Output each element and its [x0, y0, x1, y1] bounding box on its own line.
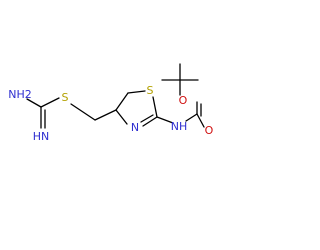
bond-c2-n3-1 [142, 116, 158, 127]
atom-ring-s: S [147, 84, 154, 97]
chemical-structure: NH2 HN S S N NH O O [8, 63, 214, 143]
bond-c-o-ether [196, 113, 205, 128]
bond-s-ch2 [70, 103, 96, 121]
atom-ring-n: N [131, 121, 139, 134]
bond-c-s [40, 97, 60, 108]
bond-s1-c2 [152, 96, 158, 118]
atom-carbonyl-o: O [205, 124, 214, 137]
bond-nh-co [185, 113, 198, 122]
atom-thioether-s: S [62, 91, 69, 104]
bond-c5-s1 [127, 90, 146, 94]
bond-ch2-ring [94, 109, 117, 121]
bonds [26, 63, 205, 129]
bond-n3-c4 [115, 109, 128, 125]
bond-c2-nh [156, 116, 174, 124]
atom-carbamate-nh: NH [171, 120, 188, 133]
atom-nh2: NH2 [8, 88, 32, 101]
atom-imine-hn: HN [33, 130, 50, 143]
bond-c2-n3-2 [140, 114, 154, 123]
atom-ether-o: O [179, 94, 188, 107]
bond-nh2-c [26, 98, 42, 108]
bond-c4-c5 [115, 92, 129, 111]
atom-labels: NH2 HN S S N NH O O [8, 84, 213, 143]
